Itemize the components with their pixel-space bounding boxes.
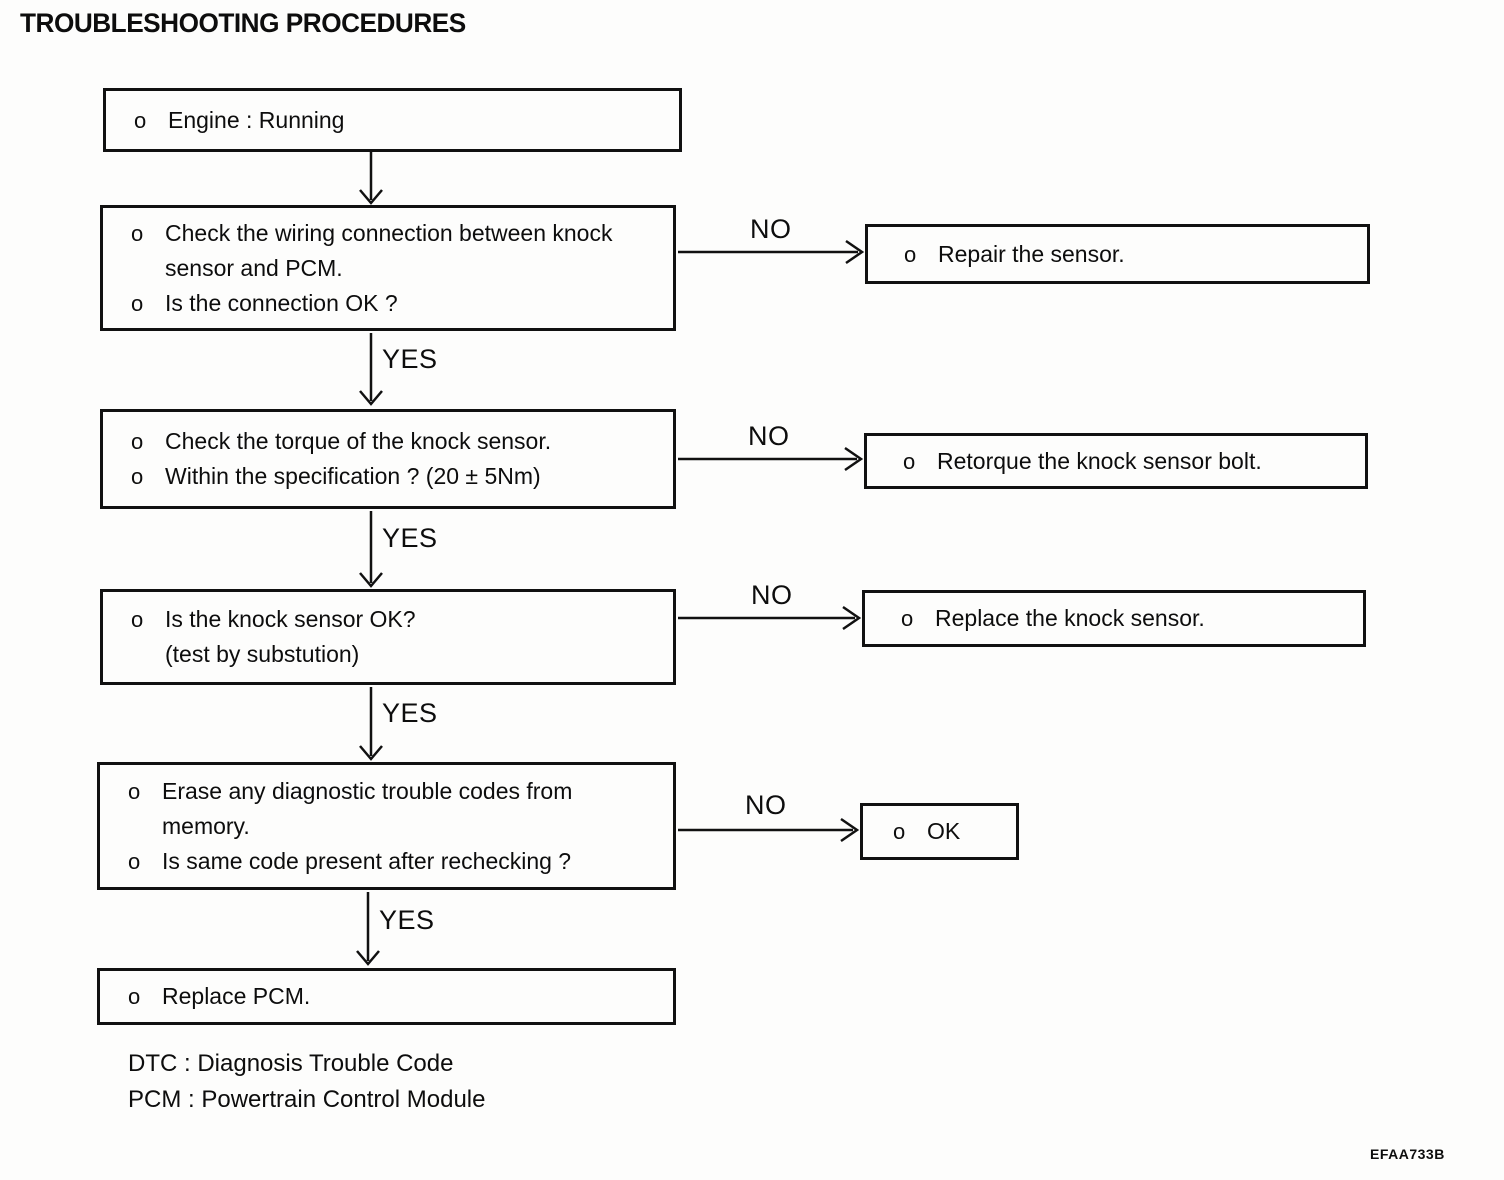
flow-step-knock-sensor-ok: o Is the knock sensor OK? (test by subst… [100,589,676,685]
step-text: (test by substution) [165,641,360,667]
arrow-no-4-icon [678,817,860,843]
flow-step-check-torque: o Check the torque of the knock sensor. … [100,409,676,509]
bullet-marker: o [134,107,147,133]
step-line: o Check the wiring connection between kn… [103,216,665,286]
flow-step-engine-running: o Engine : Running [103,88,682,152]
step-text: Retorque the knock sensor bolt. [937,447,1262,474]
figure-code: EFAA733B [1370,1146,1445,1162]
step-text: Is the knock sensor OK? [165,606,416,632]
step-line: o Is same code present after rechecking … [100,844,665,879]
step-line: o Within the specification ? (20 ± 5Nm) [103,459,665,494]
bullet-marker: o [131,607,144,632]
no-label-4: NO [745,790,787,820]
step-text: Repair the sensor. [938,240,1125,267]
flow-result-repair-sensor: o Repair the sensor. [865,224,1370,284]
step-text: Engine : Running [168,106,345,133]
step-line: o Is the knock sensor OK? [103,602,665,637]
step-text: Replace the knock sensor. [935,605,1205,631]
step-text: Erase any diagnostic trouble codes from … [162,777,573,839]
no-label-2: NO [748,421,790,451]
bullet-marker: o [128,984,141,1009]
step-line: o OK [863,814,1008,849]
note-dtc: DTC : Diagnosis Trouble Code [128,1050,454,1077]
step-text: Check the wiring connection between knoc… [165,219,613,281]
arrow-down-2-icon [359,333,383,406]
no-label-3: NO [751,580,793,610]
bullet-marker: o [893,819,906,844]
step-text: Check the torque of the knock sensor. [165,428,552,454]
step-line: o Replace PCM. [100,979,665,1014]
flow-step-replace-pcm: o Replace PCM. [97,968,676,1025]
bullet-marker [131,637,165,672]
step-text: Is the connection OK ? [165,289,398,316]
step-line: (test by substution) [103,637,665,672]
bullet-marker: o [131,290,144,316]
step-line: o Replace the knock sensor. [865,601,1355,636]
step-line: o Check the torque of the knock sensor. [103,424,665,459]
step-text: Within the specification ? (20 ± 5Nm) [165,463,541,489]
arrow-down-5-icon [356,892,380,966]
note-pcm: PCM : Powertrain Control Module [128,1086,486,1113]
step-line: o Is the connection OK ? [103,286,665,321]
bullet-marker: o [128,848,141,874]
flow-step-check-wiring: o Check the wiring connection between kn… [100,205,676,331]
step-text: OK [927,818,961,844]
arrow-down-3-icon [359,511,383,588]
bullet-marker: o [903,448,916,474]
yes-label-2: YES [382,523,438,553]
step-text: Is same code present after rechecking ? [162,847,572,874]
bullet-marker: o [128,778,141,804]
no-label-1: NO [750,214,792,244]
bullet-marker: o [131,464,144,489]
bullet-marker: o [901,606,914,631]
flow-step-erase-codes: o Erase any diagnostic trouble codes fro… [97,762,676,890]
step-text: Replace PCM. [162,983,311,1009]
step-line: o Engine : Running [106,103,671,138]
bullet-marker: o [131,220,144,246]
arrow-down-4-icon [359,687,383,761]
yes-label-1: YES [382,344,438,374]
flow-result-ok: o OK [860,803,1019,860]
bullet-marker: o [904,241,917,267]
yes-label-4: YES [379,905,435,935]
page-title: TROUBLESHOOTING PROCEDURES [20,8,466,38]
flow-result-replace-sensor: o Replace the knock sensor. [862,590,1366,647]
yes-label-3: YES [382,698,438,728]
bullet-marker: o [131,429,144,454]
step-line: o Erase any diagnostic trouble codes fro… [100,774,665,844]
flow-result-retorque-bolt: o Retorque the knock sensor bolt. [864,433,1368,489]
step-line: o Repair the sensor. [868,237,1359,272]
arrow-down-1-icon [359,152,383,205]
step-line: o Retorque the knock sensor bolt. [867,444,1357,479]
